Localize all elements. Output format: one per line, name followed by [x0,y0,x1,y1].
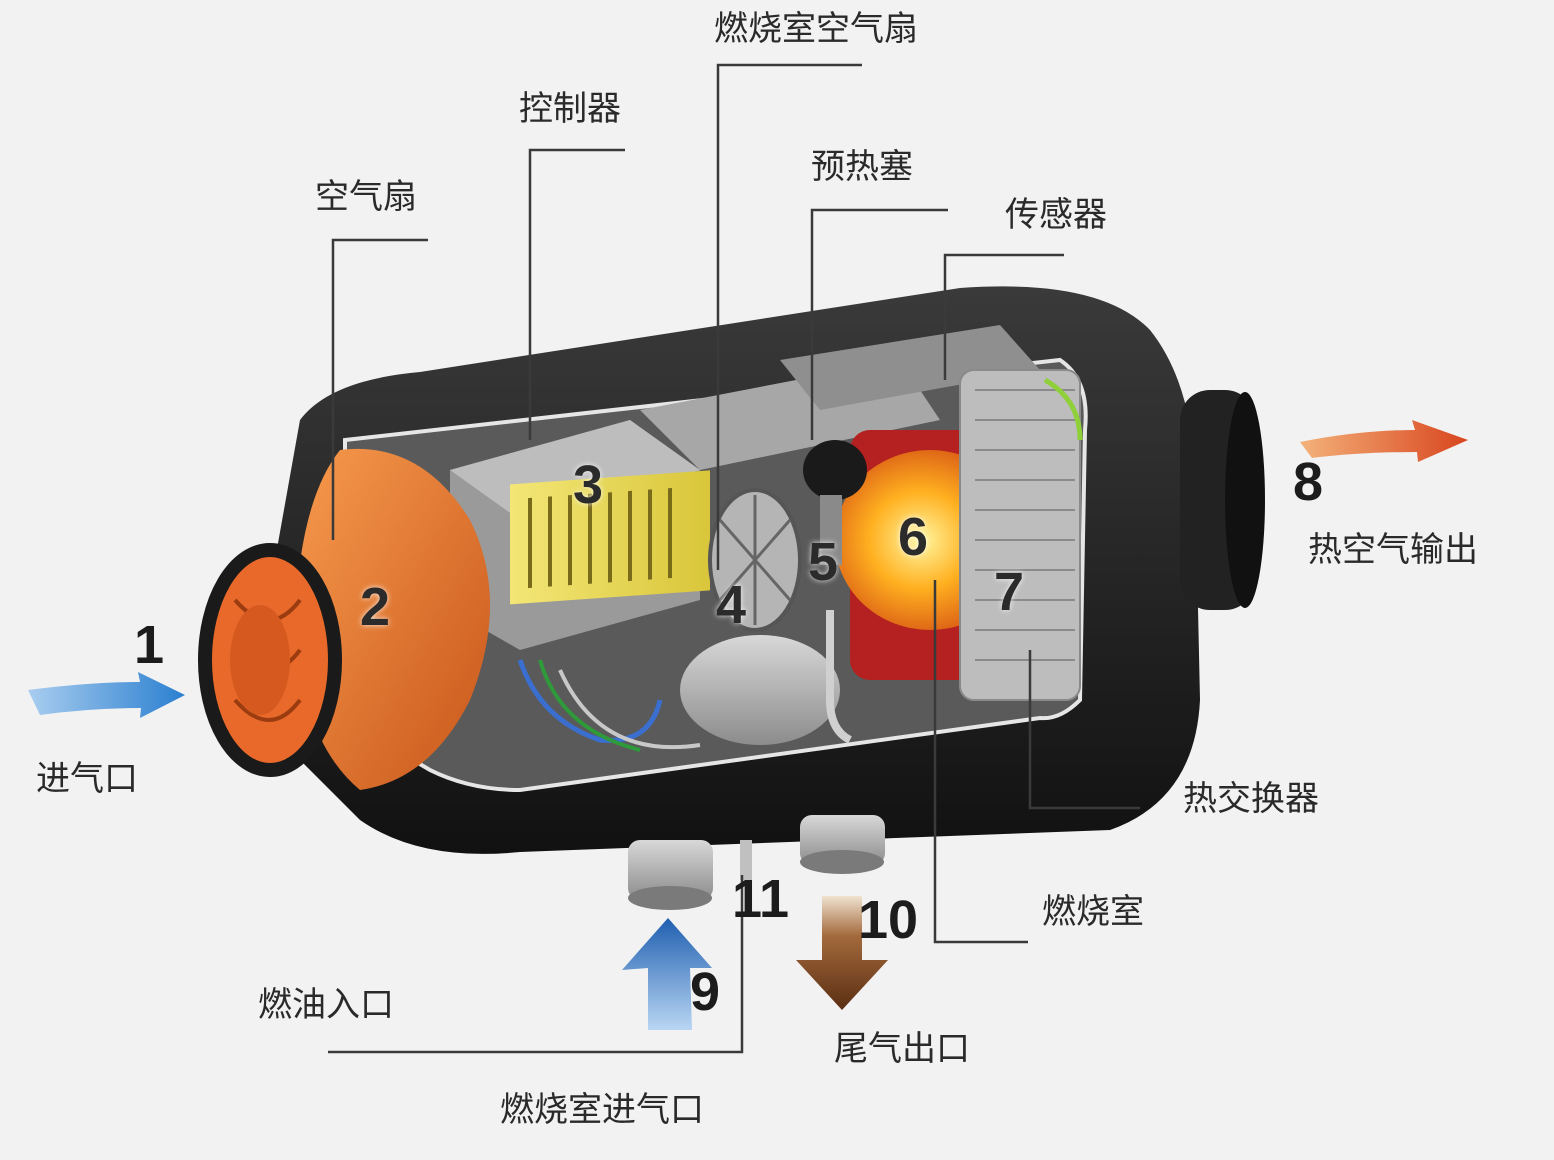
fuel-combustion-pipe [628,840,713,900]
label-controller: 控制器 [519,89,621,129]
intake-arrow [28,672,185,718]
number-6: 6 [898,507,929,567]
label-hot-air-out: 热空气输出 [1308,530,1478,570]
label-combustion-chamber: 燃烧室 [1042,892,1144,932]
number-5: 5 [808,532,839,592]
label-air-fan: 空气扇 [315,177,417,217]
label-exhaust-out: 尾气出口 [834,1029,970,1069]
number-3: 3 [573,455,604,515]
exhaust-arrow [796,896,888,1010]
number-11: 11 [732,869,790,929]
combustion-intake-arrow [622,918,712,1030]
label-glow-plug: 预热塞 [811,147,913,187]
number-8: 8 [1293,452,1324,512]
leader-lines [328,63,1140,1054]
label-fuel-inlet: 燃油入口 [258,985,394,1025]
label-sensor: 传感器 [1005,195,1107,235]
number-4: 4 [716,575,747,635]
number-1: 1 [134,615,165,675]
motor-body [680,635,840,745]
number-2: 2 [360,577,391,637]
label-combustion-intake: 燃烧室进气口 [500,1090,704,1130]
heat-exchanger-fins [959,369,1081,701]
number-10: 10 [858,890,919,950]
label-combustion-fan: 燃烧室空气扇 [714,9,918,49]
number-9: 9 [690,962,721,1022]
glow-plug [803,440,867,500]
number-7: 7 [994,562,1025,622]
air-fan-housing [295,448,490,790]
label-intake: 进气口 [36,759,138,799]
label-heat-exchanger: 热交换器 [1183,779,1319,819]
hot-air-arrow [1300,420,1468,462]
